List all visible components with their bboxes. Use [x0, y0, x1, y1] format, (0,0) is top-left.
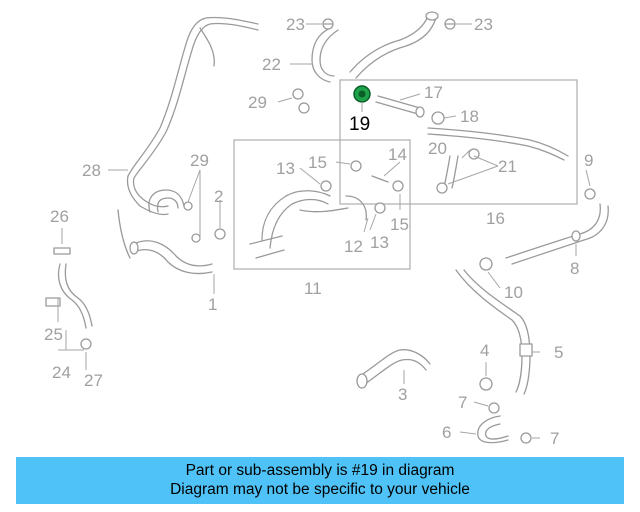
part-16-pipe[interactable]	[427, 127, 569, 161]
callout-7[interactable]: 7	[550, 429, 559, 448]
callout-21[interactable]: 21	[498, 157, 517, 176]
part-15-clip[interactable]	[350, 160, 362, 172]
part-2-clip[interactable]	[214, 228, 226, 240]
part-22-hose[interactable]	[311, 27, 339, 83]
callout-24[interactable]: 24	[52, 363, 71, 382]
callout-6[interactable]: 6	[442, 423, 451, 442]
part-18-clip[interactable]	[431, 111, 445, 125]
callout-22[interactable]: 22	[262, 55, 281, 74]
callout-1[interactable]: 1	[208, 295, 217, 314]
callout-19-highlighted[interactable]: 19	[349, 114, 370, 135]
part-27-clip[interactable]	[80, 338, 92, 350]
callout-16[interactable]: 16	[486, 209, 505, 228]
callout-12[interactable]: 12	[344, 237, 363, 256]
part-23-clip[interactable]	[444, 18, 456, 30]
part-12-hose[interactable]	[345, 195, 367, 221]
callout-28[interactable]: 28	[82, 161, 101, 180]
callout-7[interactable]: 7	[458, 393, 467, 412]
callout-23[interactable]: 23	[474, 15, 493, 34]
part-17-pipe[interactable]	[375, 95, 425, 118]
callout-13[interactable]: 13	[370, 233, 389, 252]
callout-26[interactable]: 26	[50, 207, 69, 226]
part-7-clip[interactable]	[488, 402, 500, 414]
part-13-clip[interactable]	[320, 180, 332, 192]
callout-29[interactable]: 29	[248, 93, 267, 112]
callout-20[interactable]: 20	[428, 139, 447, 158]
part-upper-hose[interactable]	[349, 11, 439, 79]
part-5-pipe[interactable]	[455, 269, 533, 395]
info-banner: Part or sub-assembly is #19 in diagram D…	[16, 457, 624, 504]
callout-29[interactable]: 29	[190, 151, 209, 170]
callout-labels: 23 23 22 29 19 17 18 20 21 16 9 28 29 2 …	[44, 15, 593, 448]
banner-line-part: Part or sub-assembly is #19 in diagram	[185, 462, 455, 479]
part-29-lower-clips[interactable]	[183, 201, 201, 243]
part-28-pipe[interactable]	[117, 16, 259, 259]
part-1-hose[interactable]	[129, 240, 213, 275]
part-24-25-hose[interactable]	[45, 263, 93, 329]
callout-9[interactable]: 9	[584, 151, 593, 170]
callout-5[interactable]: 5	[554, 343, 563, 362]
part-13-clip-lower[interactable]	[374, 202, 386, 214]
callout-23[interactable]: 23	[286, 15, 305, 34]
callout-15[interactable]: 15	[390, 215, 409, 234]
part-19-highlighted[interactable]	[353, 85, 371, 103]
assembly-box-11	[233, 139, 411, 270]
part-3-hose[interactable]	[356, 349, 431, 389]
part-10-clip[interactable]	[479, 257, 493, 271]
part-14-pipe[interactable]	[371, 175, 404, 192]
callout-15[interactable]: 15	[308, 153, 327, 172]
callout-27[interactable]: 27	[84, 371, 103, 390]
callout-14[interactable]: 14	[388, 145, 407, 164]
part-4-clip[interactable]	[479, 377, 493, 391]
leader-lines	[57, 23, 591, 439]
callout-18[interactable]: 18	[460, 107, 479, 126]
callout-4[interactable]: 4	[480, 341, 489, 360]
callout-10[interactable]: 10	[504, 283, 523, 302]
part-6-hose[interactable]	[477, 415, 509, 444]
part-8-hose[interactable]	[505, 203, 609, 265]
callout-8[interactable]: 8	[570, 259, 579, 278]
part-26-clip[interactable]	[53, 247, 71, 255]
part-28-small-hose[interactable]	[148, 189, 185, 213]
part-7-clip-lower[interactable]	[520, 432, 532, 444]
callout-17[interactable]: 17	[424, 83, 443, 102]
callout-13[interactable]: 13	[276, 159, 295, 178]
callout-25[interactable]: 25	[44, 325, 63, 344]
part-23-clip[interactable]	[322, 18, 334, 30]
parts-diagram: 23 23 22 29 19 17 18 20 21 16 9 28 29 2 …	[44, 11, 609, 448]
banner-line-disclaimer: Diagram may not be specific to your vehi…	[170, 481, 470, 498]
callout-3[interactable]: 3	[398, 385, 407, 404]
callout-11[interactable]: 11	[304, 279, 322, 298]
assembly-box-16	[339, 79, 578, 205]
part-9-clip[interactable]	[584, 188, 596, 200]
part-29-clips[interactable]	[292, 88, 310, 114]
part-11-pipe-assembly[interactable]	[249, 190, 349, 259]
callout-2[interactable]: 2	[214, 187, 223, 206]
